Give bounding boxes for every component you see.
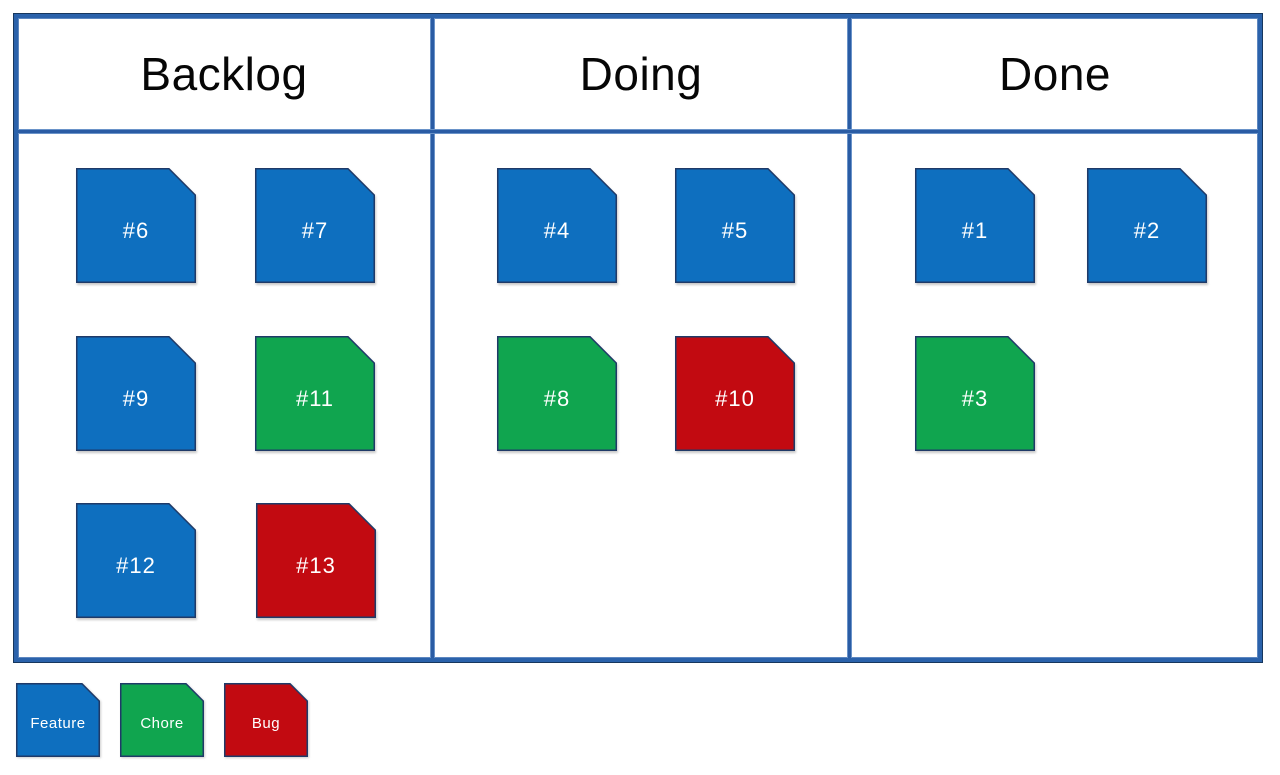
card-9[interactable]: #9 (76, 336, 196, 451)
card-11[interactable]: #11 (255, 336, 375, 451)
card-label: #10 (715, 385, 755, 411)
column-divider-2 (847, 18, 852, 658)
header-divider (18, 129, 1258, 134)
card-label: #8 (543, 385, 571, 411)
board-grid: Backlog Doing Done (18, 18, 1258, 658)
sticky-note-shape (915, 336, 1035, 451)
card-label: #4 (543, 217, 571, 243)
legend-label: Chore (140, 714, 184, 732)
sticky-note-shape (497, 336, 617, 451)
legend-bug: Bug (224, 683, 308, 757)
sticky-note-shape (1087, 168, 1207, 283)
card-label: #9 (122, 385, 150, 411)
sticky-note-shape (255, 168, 375, 283)
card-1[interactable]: #1 (915, 168, 1035, 283)
card-label: #7 (301, 217, 329, 243)
card-label: #3 (961, 385, 989, 411)
kanban-board: Backlog Doing Done (14, 14, 1262, 662)
card-label: #13 (296, 552, 336, 578)
legend-feature: Feature (16, 683, 100, 757)
card-2[interactable]: #2 (1087, 168, 1207, 283)
legend-label: Bug (251, 714, 281, 732)
card-10[interactable]: #10 (675, 336, 795, 451)
card-label: #11 (295, 385, 335, 411)
card-6[interactable]: #6 (76, 168, 196, 283)
sticky-note-shape (915, 168, 1035, 283)
card-4[interactable]: #4 (497, 168, 617, 283)
sticky-note-shape (224, 683, 308, 757)
card-label: #12 (116, 552, 156, 578)
legend-label: Feature (30, 714, 86, 732)
card-label: #5 (721, 217, 749, 243)
card-3[interactable]: #3 (915, 336, 1035, 451)
sticky-note-shape (76, 503, 196, 618)
sticky-note-shape (256, 503, 376, 618)
card-label: #1 (961, 217, 989, 243)
card-13[interactable]: #13 (256, 503, 376, 618)
card-label: #2 (1133, 217, 1161, 243)
sticky-note-shape (497, 168, 617, 283)
sticky-note-shape (120, 683, 204, 757)
sticky-note-shape (76, 168, 196, 283)
card-8[interactable]: #8 (497, 336, 617, 451)
sticky-note-shape (675, 336, 795, 451)
sticky-note-shape (255, 336, 375, 451)
legend-chore: Chore (120, 683, 204, 757)
card-label: #6 (122, 217, 150, 243)
sticky-note-shape (16, 683, 100, 757)
card-12[interactable]: #12 (76, 503, 196, 618)
column-title-backlog: Backlog (140, 47, 308, 100)
column-divider-1 (430, 18, 435, 658)
column-title-done: Done (999, 47, 1111, 100)
card-7[interactable]: #7 (255, 168, 375, 283)
card-5[interactable]: #5 (675, 168, 795, 283)
sticky-note-shape (675, 168, 795, 283)
sticky-note-shape (76, 336, 196, 451)
column-title-doing: Doing (579, 47, 703, 100)
